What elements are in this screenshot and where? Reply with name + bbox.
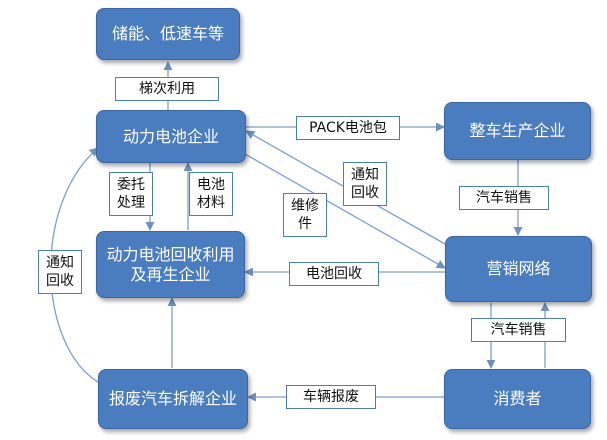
label-entrusted: 委托 处理 [109, 172, 153, 216]
label-car-sales-bottom: 汽车销售 [471, 318, 566, 342]
label-notify-recycle-mid: 通知 回收 [343, 162, 387, 206]
node-consumer-text: 消费者 [493, 389, 542, 408]
node-recycling-company-text: 动力电池回收利用及再生企业 [106, 244, 235, 284]
edge-repair [237, 149, 446, 269]
node-vehicle-maker: 整车生产企业 [444, 102, 591, 160]
node-energy-storage-text: 储能、低速车等 [111, 24, 224, 43]
label-materials: 电池 材料 [189, 172, 233, 216]
node-sales-network: 营销网络 [445, 236, 592, 302]
node-battery-company: 动力电池企业 [96, 110, 246, 163]
node-dismantling-company: 报废汽车拆解企业 [98, 369, 248, 429]
node-vehicle-maker-text: 整车生产企业 [469, 121, 566, 140]
label-notify-recycle-left: 通知 回收 [38, 250, 82, 294]
node-energy-storage: 储能、低速车等 [96, 8, 240, 60]
node-consumer: 消费者 [444, 369, 591, 429]
node-dismantling-company-text: 报废汽车拆解企业 [108, 389, 237, 408]
node-recycling-company: 动力电池回收利用及再生企业 [96, 231, 245, 298]
label-scrap: 车辆报废 [286, 385, 376, 409]
label-pack: PACK电池包 [296, 116, 400, 140]
node-sales-network-text: 营销网络 [486, 259, 551, 278]
node-battery-company-text: 动力电池企业 [122, 126, 219, 146]
label-car-sales-top: 汽车销售 [459, 186, 549, 210]
label-repair: 维修 件 [283, 193, 327, 237]
label-cascade-use: 梯次利用 [115, 77, 219, 101]
label-battery-recycle: 电池回收 [289, 262, 379, 286]
